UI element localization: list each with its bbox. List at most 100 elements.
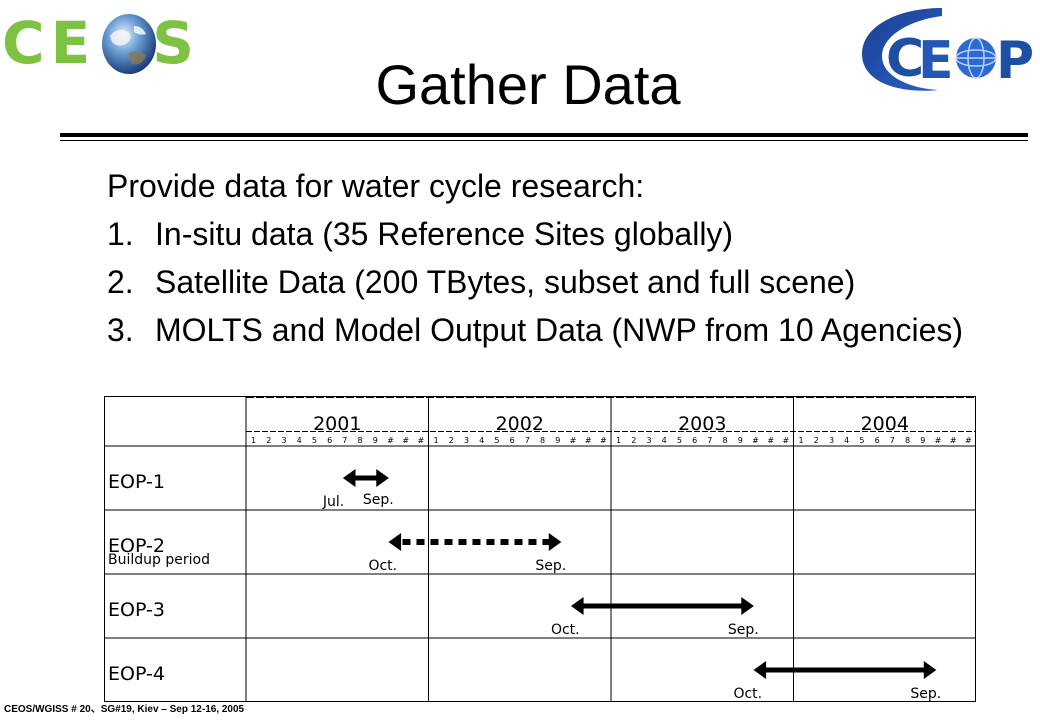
list-item-text: MOLTS and Model Output Data (NWP from 10… — [155, 312, 964, 348]
month-label: # — [783, 436, 790, 445]
period-label: EOP-1 — [108, 471, 165, 493]
start-month-label: Jul. — [322, 494, 344, 510]
month-label: 4 — [662, 436, 667, 445]
month-label: 3 — [464, 436, 469, 445]
month-label: 5 — [494, 436, 499, 445]
month-label: # — [752, 436, 759, 445]
start-month-label: Oct. — [733, 686, 762, 702]
month-label: # — [965, 436, 972, 445]
list-item: 3. MOLTS and Model Output Data (NWP from… — [107, 306, 985, 354]
ceos-letter-e: E — [50, 9, 97, 77]
month-label: # — [950, 436, 957, 445]
month-label: 6 — [692, 436, 697, 445]
page-title: Gather Data — [375, 53, 681, 116]
month-label: 2 — [814, 436, 819, 445]
month-label: 1 — [799, 436, 804, 445]
arrow-head-start — [753, 661, 767, 679]
month-label: 6 — [875, 436, 880, 445]
period-label: EOP-4 — [108, 663, 165, 685]
footer-text: CEOS/WGISS # 20、SG#19, Kiev – Sep 12-16,… — [4, 704, 245, 715]
ceos-letter-s: S — [152, 9, 200, 77]
month-label: 4 — [844, 436, 849, 445]
month-label: # — [600, 436, 607, 445]
list-item-text: Satellite Data (200 TBytes, subset and f… — [155, 264, 856, 300]
month-label: # — [585, 436, 592, 445]
start-month-label: Oct. — [368, 558, 397, 574]
ceop-letter-c: C — [886, 29, 924, 89]
ceos-letter-c: C — [2, 9, 51, 77]
month-label: 1 — [434, 436, 439, 445]
month-label: 2 — [449, 436, 454, 445]
title-divider — [60, 133, 1028, 137]
month-label: # — [767, 436, 774, 445]
month-label: 7 — [707, 436, 712, 445]
arrow-head-end — [923, 661, 937, 679]
month-label: 8 — [905, 436, 910, 445]
month-label: # — [935, 436, 942, 445]
month-label: 9 — [738, 436, 743, 445]
month-label: 5 — [312, 436, 317, 445]
month-label: 1 — [251, 436, 256, 445]
arrow-head-start — [342, 469, 356, 487]
month-label: 9 — [373, 436, 378, 445]
intro-text: Provide data for water cycle research: — [107, 168, 645, 204]
list-item: 1. In-situ data (35 Reference Sites glob… — [107, 210, 985, 258]
end-month-label: Sep. — [910, 686, 941, 702]
month-label: 1 — [616, 436, 621, 445]
month-label: 7 — [890, 436, 895, 445]
month-label: 9 — [920, 436, 925, 445]
eop-timeline: 2001 1 2 3 4 5 6 7 8 9 # # #2002 1 2 3 4 5 6 7 8 9 # # #2003 1 2 3 4… — [104, 396, 976, 702]
start-month-label: Oct. — [551, 622, 580, 638]
data-list: 1. In-situ data (35 Reference Sites glob… — [107, 210, 985, 354]
month-label: 8 — [723, 436, 728, 445]
arrow-head-end — [741, 597, 754, 615]
end-month-label: Sep. — [728, 622, 759, 638]
month-label: 6 — [510, 436, 515, 445]
ceop-letter-p: P — [996, 31, 1034, 91]
timeline-table: 2001 1 2 3 4 5 6 7 8 9 # # #2002 1 2 3 4 5 6 7 8 9 # # #2003 1 2 3 4… — [104, 396, 976, 702]
arrow-head-end — [376, 469, 389, 487]
list-item: 2. Satellite Data (200 TBytes, subset an… — [107, 258, 985, 306]
month-label: 8 — [358, 436, 363, 445]
list-item-number: 3. — [107, 312, 134, 348]
month-label: 9 — [555, 436, 560, 445]
content-body: Provide data for water cycle research: 1… — [107, 162, 985, 354]
ceop-logo: C E P — [862, 8, 1034, 91]
month-label: # — [418, 436, 425, 445]
arrow-head-start — [570, 597, 584, 615]
month-label: 2 — [631, 436, 636, 445]
year-label: 2004 — [861, 413, 909, 435]
end-month-label: Sep. — [363, 492, 394, 508]
list-item-text: In-situ data (35 Reference Sites globall… — [155, 216, 734, 252]
month-label: 8 — [540, 436, 545, 445]
arrow-head-end — [548, 533, 562, 551]
month-label: 6 — [327, 436, 332, 445]
month-label: 3 — [829, 436, 834, 445]
month-label: # — [402, 436, 409, 445]
earth-globe-icon — [102, 14, 156, 74]
month-label: 4 — [479, 436, 484, 445]
timeline-frame — [104, 396, 976, 702]
period-sublabel: Buildup period — [108, 552, 210, 568]
year-label: 2001 — [313, 413, 361, 435]
arrow-head-start — [388, 533, 402, 551]
period-label: EOP-2 — [108, 535, 165, 557]
year-label: 2002 — [496, 413, 544, 435]
month-label: # — [387, 436, 394, 445]
month-label: 7 — [342, 436, 347, 445]
month-label: 3 — [646, 436, 651, 445]
ceop-letter-e: E — [918, 31, 954, 91]
list-item-number: 1. — [107, 216, 134, 252]
month-label: 5 — [859, 436, 864, 445]
month-label: 5 — [677, 436, 682, 445]
period-label: EOP-3 — [108, 599, 165, 621]
end-month-label: Sep. — [535, 558, 566, 574]
month-label: 7 — [525, 436, 530, 445]
month-label: # — [570, 436, 577, 445]
list-item-number: 2. — [107, 264, 134, 300]
year-label: 2003 — [678, 413, 726, 435]
month-label: 4 — [297, 436, 302, 445]
month-label: 2 — [266, 436, 271, 445]
